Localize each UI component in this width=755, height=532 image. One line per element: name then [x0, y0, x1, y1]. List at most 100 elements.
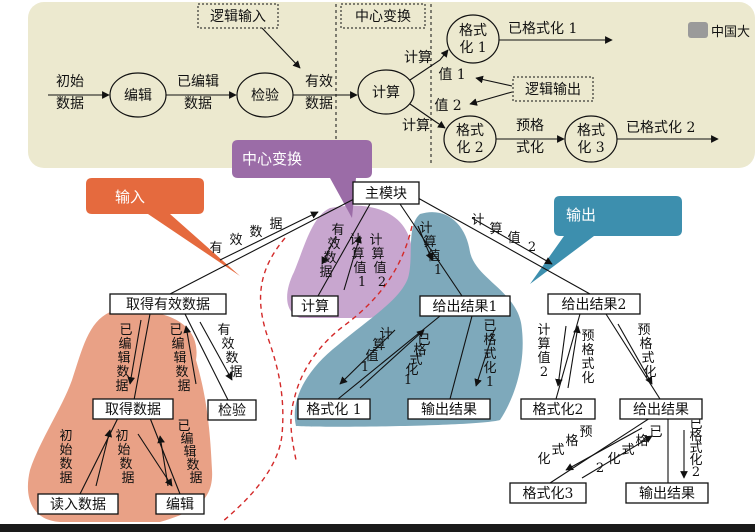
flow-logic-output-down: [469, 91, 513, 106]
logic-output-box: [512, 76, 594, 102]
raw-data-label-b: 数据: [56, 96, 84, 112]
check-label: 检验: [218, 403, 246, 419]
couple-label-compute-values: 1: [358, 275, 366, 290]
edge-main-getvalid: [169, 197, 357, 295]
edited-data-label-b: 数据: [184, 96, 212, 112]
format1-node: [446, 14, 500, 64]
couple-label-g1f-formatted: 已: [417, 333, 430, 348]
svg-text:输入: 输入: [115, 188, 145, 206]
check-box[interactable]: [207, 399, 257, 421]
pre-format-label-b: 式化: [516, 140, 544, 156]
couple-label-g1o-formatted: 已: [483, 319, 496, 334]
svg-text:中国大: 中国大: [711, 25, 750, 40]
couple-label-valid-data: 效: [229, 233, 242, 248]
edge-give2-result: [605, 313, 661, 400]
compute-node-label: 计算: [372, 85, 400, 101]
format2-box[interactable]: [520, 398, 596, 420]
couple-label-g2f-values: 值: [537, 350, 550, 366]
couple-label-g2f-pre: 化: [581, 371, 594, 386]
couple-label-g1f-formatted: 格: [413, 342, 426, 358]
format1-box[interactable]: [297, 398, 371, 420]
output-result2-label: 输出结果: [639, 486, 695, 502]
get-data-label: 取得数据: [105, 401, 161, 418]
couple-label-out-formatted: 式: [689, 441, 702, 456]
format3-box[interactable]: [509, 482, 587, 504]
edge-main-compute: [317, 203, 371, 297]
logo: 中国大: [688, 22, 750, 40]
svg-text:输出: 输出: [566, 206, 596, 224]
couple-label-compute-values: 值: [353, 260, 366, 276]
edge-getvalid-check: [184, 313, 229, 401]
main-module-box[interactable]: [352, 181, 420, 205]
read-data-box[interactable]: [37, 493, 119, 515]
couple-label-fmt3-pre: 预: [579, 425, 592, 440]
couple-label-g1f-values: 算: [372, 338, 385, 353]
check-node-label: 检验: [251, 88, 279, 104]
couple-label-compute-valid-data: 有: [331, 223, 344, 238]
formatted2-label: 已格式化 2: [626, 120, 695, 136]
couple-label-edited-data: 编: [118, 337, 131, 352]
data-couple-arrows: [95, 211, 688, 487]
output-result-box[interactable]: [407, 398, 491, 420]
compute-label-upper: 计算: [404, 50, 432, 66]
couple-label-give1-values: 算: [423, 235, 436, 250]
couple-label-edited-data2: 辑: [183, 445, 196, 460]
couple-label-give1-values: 计: [419, 221, 432, 236]
flow-compute-to-format2: [409, 103, 446, 129]
couple-label-g2r-pre: 格: [639, 336, 652, 352]
give2-box[interactable]: [547, 293, 641, 315]
couple-label-check-edited: 编: [171, 337, 184, 352]
couple-label-g1f-values: 值: [365, 348, 378, 364]
couple-label-raw-data1: 据: [59, 471, 72, 486]
format2-label: 格式化2: [533, 402, 584, 418]
couple-label-compute-valid-data: 效: [327, 237, 340, 252]
couple-label-check-valid: 数: [225, 351, 238, 366]
output-result-label: 输出结果: [421, 402, 477, 418]
couple-label-out-formatted: 2: [692, 465, 700, 480]
get-data-box[interactable]: [92, 398, 174, 420]
couple-label-raw-data2: 据: [121, 471, 134, 486]
couple-label-out-formatted: 化: [689, 453, 702, 468]
couple-label-edited-data: 已: [119, 323, 132, 338]
compute-label-lower: 计算: [402, 118, 430, 134]
couple-labels: 有效数据有效数据计算值1计算值2计算值1计算值2已编辑数据已编辑数据有效数据计算…: [59, 213, 702, 486]
logic-input-label: 逻辑输入: [210, 9, 266, 25]
couple-label-g1f-values: 1: [361, 360, 369, 375]
couple-label-check-edited: 数: [175, 365, 188, 380]
couple-label-g2r-pre: 化: [643, 365, 656, 380]
output-result2-box[interactable]: [625, 482, 709, 504]
give-result-label: 给出结果: [633, 402, 689, 418]
give1-box[interactable]: [419, 295, 511, 317]
couple-label-edited-data2: 编: [180, 432, 193, 447]
format2-label-b: 化 2: [456, 140, 483, 156]
couple-label-raw-data2: 数: [119, 457, 132, 472]
logic-input-box: [197, 3, 279, 29]
flow-logic-output-up: [475, 75, 513, 87]
compute-label: 计算: [301, 299, 329, 315]
couple-label-raw-data2: 始: [117, 443, 130, 458]
give1-label: 给出结果1: [433, 299, 498, 315]
couple-label-give2-values: 计: [471, 213, 484, 228]
couple-label-check-edited: 据: [177, 379, 190, 394]
value1-label: 值 1: [438, 67, 465, 83]
get-valid-box[interactable]: [109, 293, 227, 315]
couple-label-check-valid: 有: [217, 323, 230, 338]
compute-box[interactable]: [291, 295, 339, 317]
couple-label-g1f-formatted: 1: [404, 373, 412, 388]
couple-label-g2r-pre: 式: [641, 351, 654, 366]
format1-label-a: 格式: [459, 23, 487, 39]
give-result-box[interactable]: [619, 398, 703, 420]
formatted1-label: 已格式化 1: [508, 21, 577, 37]
couple-label-compute-values: 计: [349, 233, 362, 248]
valid-data-label-b: 数据: [305, 96, 333, 112]
edge-getvalid-getdata: [133, 313, 151, 401]
pre-format-label-a: 预格: [516, 118, 544, 134]
couple-label-compute-values2: 2: [378, 275, 386, 290]
couple-label-compute-valid-data: 据: [319, 265, 332, 280]
raw-data-label-a: 初始: [56, 73, 84, 90]
edited-data-label-a: 已编辑: [177, 74, 219, 90]
edit-box[interactable]: [155, 493, 205, 515]
couple-label-give1-values: 1: [434, 263, 442, 278]
couple-label-fmt3-formatted: 化: [607, 452, 620, 467]
